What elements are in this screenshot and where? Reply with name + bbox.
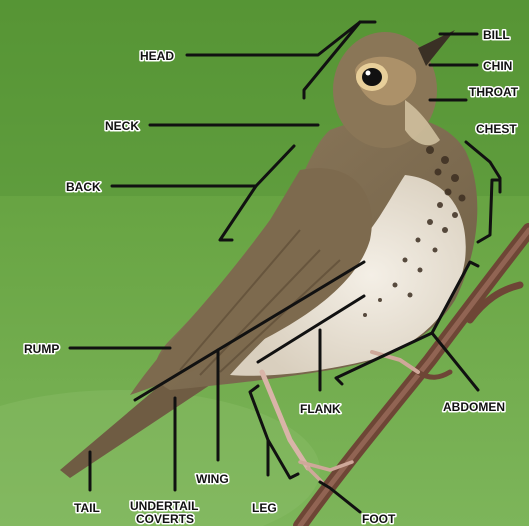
label-bill: BILL [483, 28, 510, 42]
label-wing: WING [196, 472, 229, 486]
label-chest: CHEST [476, 122, 517, 136]
label-back: BACK [66, 180, 101, 194]
label-rump: RUMP [24, 342, 59, 356]
label-undertail-coverts-line2: COVERTS [136, 512, 194, 526]
label-leg: LEG [252, 501, 277, 515]
label-foot: FOOT [362, 512, 396, 526]
bird-eye [362, 68, 382, 86]
label-tail: TAIL [74, 501, 100, 515]
label-undertail-coverts-line1: UNDERTAIL [130, 499, 198, 513]
label-head: HEAD [140, 49, 174, 63]
label-chin: CHIN [483, 59, 512, 73]
label-abdomen: ABDOMEN [443, 400, 505, 414]
label-neck: NECK [105, 119, 139, 133]
eye-highlight [366, 71, 371, 76]
label-flank: FLANK [300, 402, 341, 416]
label-throat: THROAT [469, 85, 519, 99]
